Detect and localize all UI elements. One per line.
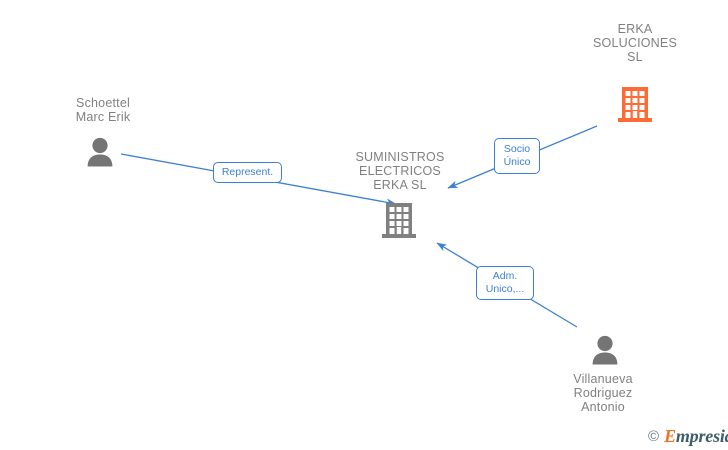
- node-label-erka-soluciones: ERKA SOLUCIONES SL: [593, 22, 677, 64]
- node-suministros-electricos-erka[interactable]: SUMINISTROS ELECTRICOS ERKA SL: [335, 150, 483, 242]
- node-label-villanueva-rodriguez-antonio: Villanueva Rodriguez Antonio: [573, 372, 633, 414]
- edge-label-socio-unico[interactable]: Socio Único: [494, 138, 540, 174]
- node-schoettel-marc-erik[interactable]: Schoettel Marc Erik: [48, 96, 164, 172]
- company-building-icon: [617, 84, 653, 124]
- person-icon: [590, 334, 620, 366]
- node-villanueva-rodriguez-antonio[interactable]: Villanueva Rodriguez Antonio: [548, 334, 664, 422]
- edge-label-represent[interactable]: Represent.: [213, 162, 282, 183]
- copyright-icon: ©: [648, 428, 660, 445]
- company-building-icon: [381, 200, 417, 240]
- empresia-logo-initial: E: [664, 426, 676, 446]
- node-erka-soluciones[interactable]: ERKA SOLUCIONES SL: [560, 22, 710, 132]
- empresia-watermark: © Empresia: [648, 426, 728, 447]
- person-icon: [85, 136, 115, 168]
- node-label-schoettel-marc-erik: Schoettel Marc Erik: [75, 96, 131, 124]
- node-label-suministros-electricos-erka: SUMINISTROS ELECTRICOS ERKA SL: [355, 150, 445, 192]
- empresia-logo-text: mpresia: [675, 426, 728, 446]
- empresia-logo: Empresia: [664, 426, 728, 447]
- edge-label-adm-unico[interactable]: Adm. Unico,...: [476, 266, 534, 300]
